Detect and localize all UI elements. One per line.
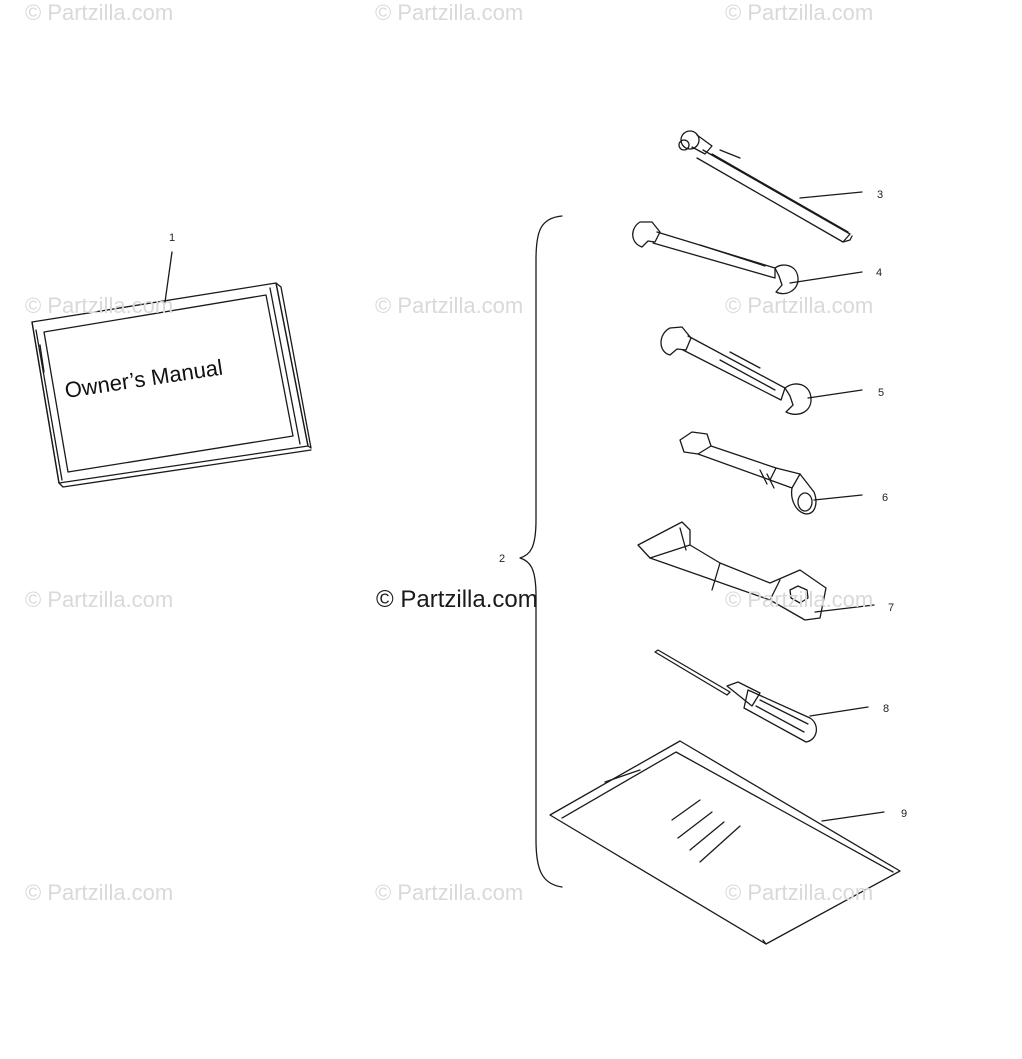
callout-8: 8	[883, 703, 889, 715]
leader-line-8	[809, 706, 869, 717]
callout-3: 3	[877, 189, 883, 201]
watermark-text: © Partzilla.com	[25, 880, 174, 905]
tool-8-illustration	[654, 649, 817, 743]
leader-line-7	[814, 604, 875, 613]
callout-9: 9	[901, 808, 907, 820]
watermark-text: © Partzilla.com	[725, 293, 874, 318]
callout-6: 6	[882, 492, 888, 504]
tool-4-illustration	[632, 221, 799, 295]
callout-4: 4	[876, 267, 882, 279]
leader-line-9	[821, 811, 885, 822]
watermark-text: © Partzilla.com	[375, 0, 524, 25]
leader-line-1	[164, 251, 173, 303]
leader-line-6	[813, 494, 863, 501]
callout-1: 1	[169, 232, 175, 244]
owners-manual-illustration	[31, 282, 312, 488]
tool-9-illustration	[549, 740, 901, 945]
tool-5-illustration	[660, 326, 812, 415]
kit-brace	[519, 215, 563, 888]
callout-5: 5	[878, 387, 884, 399]
watermark-text: © Partzilla.com	[725, 0, 874, 25]
leader-line-5	[807, 389, 863, 399]
tool-7-illustration	[637, 521, 827, 621]
watermark-text: © Partzilla.com	[375, 293, 524, 318]
tool-6-illustration	[679, 431, 817, 515]
leader-line-3	[799, 191, 863, 199]
watermark-text: © Partzilla.com	[375, 880, 524, 905]
watermark-text: © Partzilla.com	[725, 880, 874, 905]
watermark-text: © Partzilla.com	[25, 0, 174, 25]
callout-2: 2	[499, 553, 505, 565]
watermark-text: © Partzilla.com	[725, 587, 874, 612]
leader-line-4	[789, 271, 863, 284]
watermark-text: © Partzilla.com	[25, 587, 174, 612]
watermark-text: © Partzilla.com	[25, 293, 174, 318]
center-watermark: © Partzilla.com	[376, 586, 538, 613]
callout-7: 7	[888, 602, 894, 614]
tool-3-illustration	[678, 130, 853, 243]
